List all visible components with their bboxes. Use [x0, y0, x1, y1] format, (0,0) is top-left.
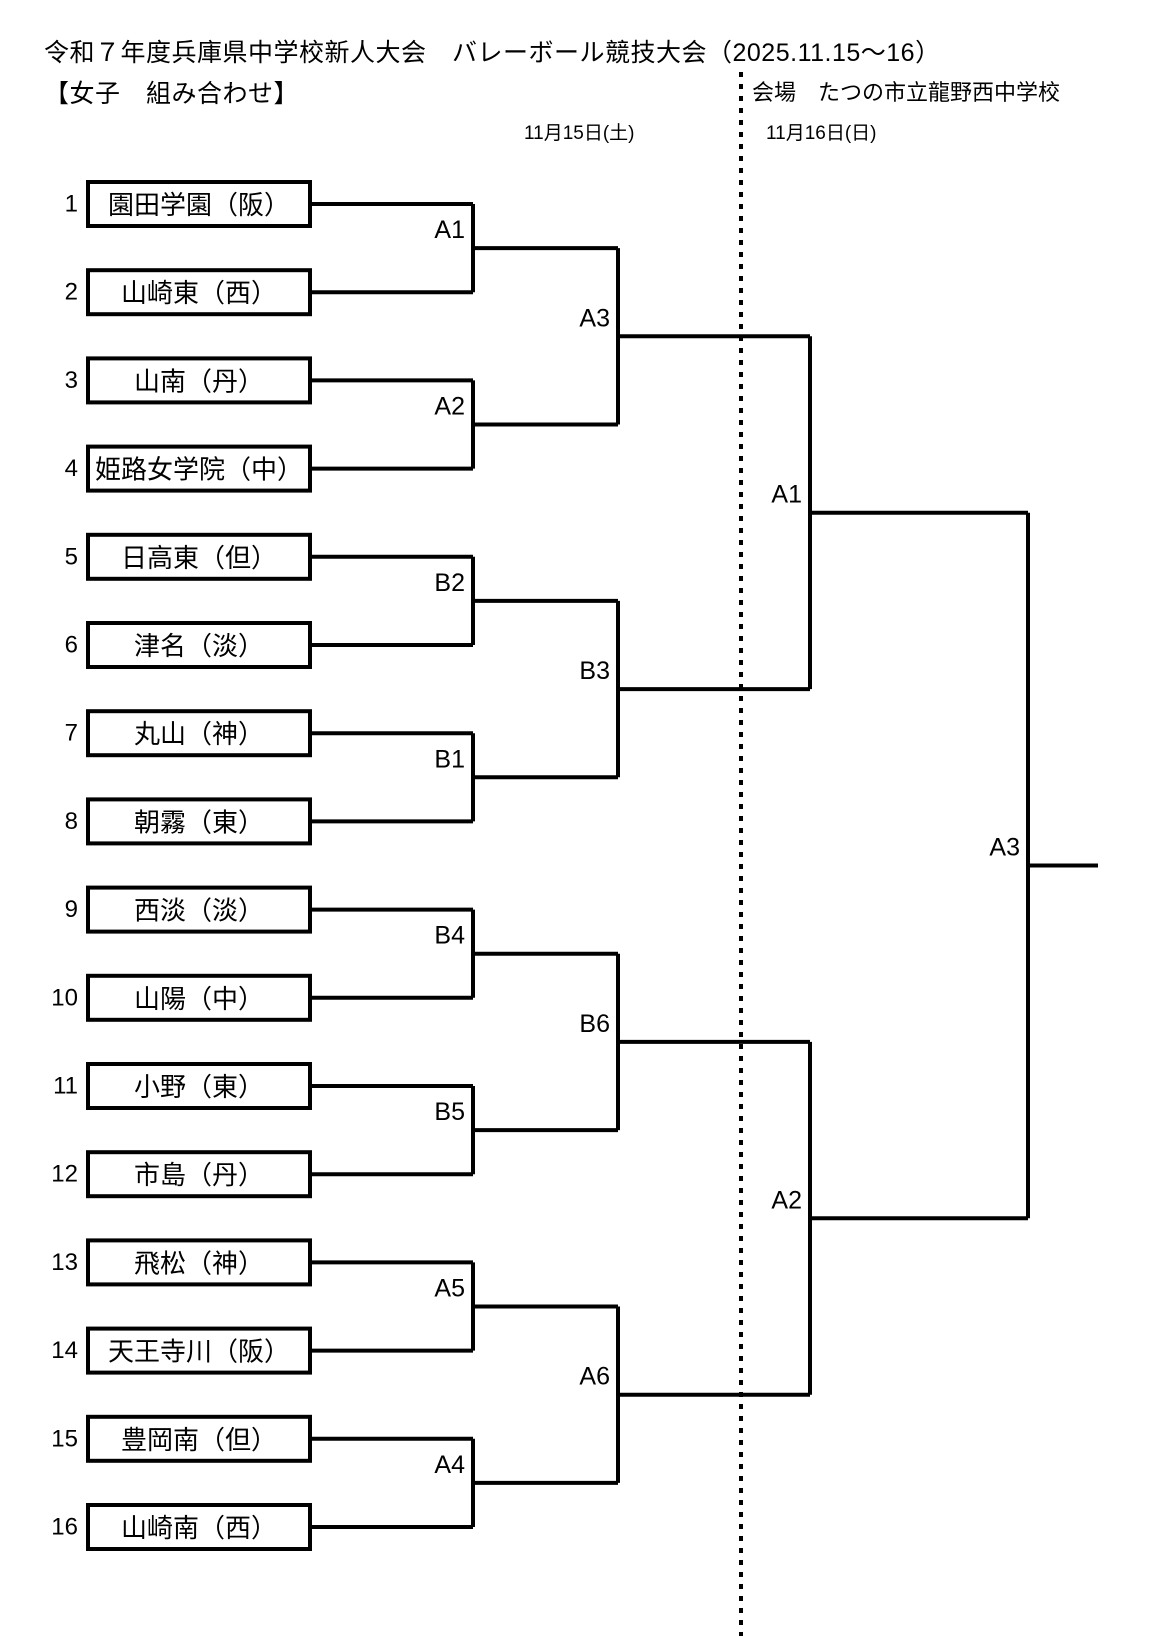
- team-entry[interactable]: 15 豊岡南（但）: [51, 1414, 312, 1463]
- team-name: 天王寺川（阪）: [108, 1337, 290, 1367]
- match-label-r1-B2: B2: [434, 569, 465, 597]
- team-entry[interactable]: 8 朝霧（東）: [65, 797, 312, 846]
- match-label-r2-A3: A3: [579, 304, 610, 332]
- day-1-label: 11月15日(土): [524, 123, 635, 144]
- team-entry[interactable]: 2 山崎東（西）: [65, 268, 312, 317]
- match-label-r1-A5: A5: [434, 1275, 465, 1303]
- match-label-sf-A1: A1: [771, 481, 802, 509]
- team-box[interactable]: [86, 1414, 312, 1463]
- team-entry[interactable]: 14 天王寺川（阪）: [51, 1326, 312, 1375]
- seed-number: 11: [53, 1073, 78, 1100]
- day-2-label: 11月16日(日): [766, 123, 877, 144]
- team-entry[interactable]: 6 津名（淡）: [65, 621, 312, 669]
- team-entry[interactable]: 7 丸山（神）: [65, 709, 312, 758]
- match-label-r1-B1: B1: [434, 745, 465, 773]
- team-entry[interactable]: 11 小野（東）: [53, 1062, 312, 1110]
- match-label-r1-A1: A1: [434, 216, 465, 244]
- seed-number: 15: [51, 1425, 78, 1452]
- seed-number: 14: [51, 1337, 78, 1364]
- match-label-r1-A2: A2: [434, 393, 465, 421]
- seed-number: 6: [65, 632, 78, 659]
- seed-number: 10: [51, 984, 78, 1011]
- team-box[interactable]: [86, 885, 312, 934]
- team-name: 津名（淡）: [134, 631, 264, 661]
- match-label-sf-A2: A2: [771, 1186, 802, 1214]
- team-name: 山崎東（西）: [121, 278, 277, 308]
- seed-number: 13: [51, 1249, 78, 1276]
- team-entry[interactable]: 5 日高東（但）: [65, 532, 312, 581]
- match-label-r1-B5: B5: [434, 1098, 465, 1126]
- match-label-final-A3: A3: [989, 834, 1020, 862]
- team-box[interactable]: [86, 1062, 312, 1110]
- team-box[interactable]: [86, 180, 312, 228]
- team-name: 姫路女学院（中）: [95, 455, 303, 485]
- page-title: 令和７年度兵庫県中学校新人大会 バレーボール競技大会（2025.11.15〜16…: [44, 39, 941, 67]
- seed-number: 16: [51, 1514, 78, 1541]
- page-subtitle: 【女子 組み合わせ】: [44, 80, 300, 108]
- team-box[interactable]: [86, 1503, 312, 1551]
- team-name: 朝霧（東）: [134, 807, 264, 837]
- team-boxes-layer: 1 園田学園（阪） 2 山崎東（西） 3 山南（丹） 4 姫路女学院（中） 5 日高東（但） 6 津名…: [51, 180, 312, 1551]
- team-box[interactable]: [86, 709, 312, 758]
- seed-number: 5: [65, 543, 78, 570]
- team-box[interactable]: [86, 444, 312, 493]
- seed-number: 1: [65, 191, 78, 218]
- team-entry[interactable]: 13 飛松（神）: [51, 1238, 312, 1287]
- seed-number: 12: [51, 1161, 78, 1188]
- team-name: 飛松（神）: [134, 1248, 264, 1278]
- team-box[interactable]: [86, 621, 312, 669]
- team-name: 小野（東）: [134, 1072, 264, 1102]
- seed-number: 8: [65, 808, 78, 835]
- team-name: 山陽（中）: [134, 984, 264, 1014]
- match-label-r1-B4: B4: [434, 922, 465, 950]
- team-name: 山南（丹）: [134, 366, 264, 396]
- venue-label: 会場 たつの市立龍野西中学校: [752, 80, 1061, 105]
- team-box[interactable]: [86, 1238, 312, 1287]
- team-name: 豊岡南（但）: [121, 1425, 277, 1455]
- match-label-r2-A6: A6: [579, 1363, 610, 1391]
- team-box[interactable]: [86, 797, 312, 846]
- team-box[interactable]: [86, 356, 312, 405]
- team-entry[interactable]: 9 西淡（淡）: [65, 885, 312, 934]
- team-box[interactable]: [86, 532, 312, 581]
- team-box[interactable]: [86, 268, 312, 317]
- team-entry[interactable]: 12 市島（丹）: [51, 1150, 312, 1199]
- bracket-lines-layer: [310, 202, 1098, 1529]
- seed-number: 9: [65, 896, 78, 923]
- seed-number: 3: [65, 367, 78, 394]
- seed-number: 2: [65, 279, 78, 306]
- team-box[interactable]: [86, 1150, 312, 1199]
- match-label-r2-B6: B6: [579, 1010, 610, 1038]
- seed-number: 4: [65, 455, 78, 482]
- team-box[interactable]: [86, 1326, 312, 1375]
- team-name: 山崎南（西）: [121, 1513, 277, 1543]
- team-name: 市島（丹）: [134, 1160, 264, 1190]
- team-name: 日高東（但）: [121, 543, 277, 573]
- match-label-r1-A4: A4: [434, 1451, 465, 1479]
- team-box[interactable]: [86, 973, 312, 1022]
- match-label-r2-B3: B3: [579, 657, 610, 685]
- team-entry[interactable]: 3 山南（丹）: [65, 356, 312, 405]
- team-name: 園田学園（阪）: [108, 190, 290, 220]
- seed-number: 7: [65, 720, 78, 747]
- team-name: 丸山（神）: [134, 719, 264, 749]
- team-entry[interactable]: 4 姫路女学院（中）: [65, 444, 312, 493]
- team-entry[interactable]: 16 山崎南（西）: [51, 1503, 312, 1551]
- team-entry[interactable]: 1 園田学園（阪）: [65, 180, 312, 228]
- team-entry[interactable]: 10 山陽（中）: [51, 973, 312, 1022]
- team-name: 西淡（淡）: [134, 896, 264, 926]
